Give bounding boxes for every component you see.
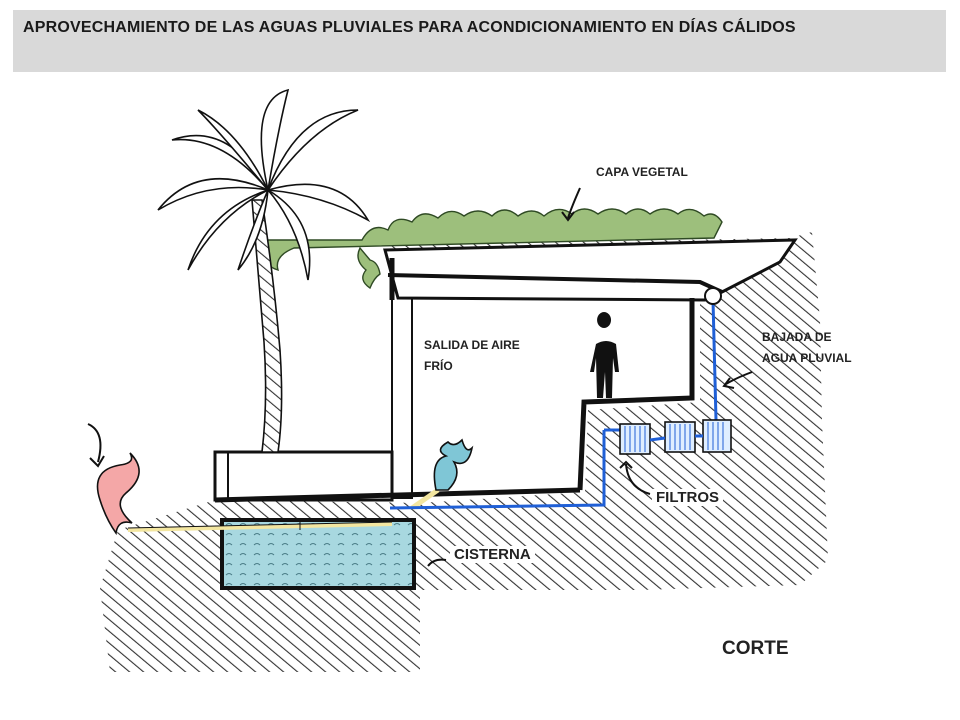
intake-pipe: [127, 522, 393, 532]
palm-tree-icon: [157, 88, 371, 453]
filter-unit-icon: [619, 419, 732, 455]
warm-air-arrow-icon: [87, 423, 140, 536]
cistern-tank: [220, 518, 416, 590]
page-title: APROVECHAMIENTO DE LAS AGUAS PLUVIALES P…: [23, 19, 796, 36]
cold-air-duct: [410, 487, 440, 511]
label-cisterna: CISTERNA: [450, 546, 535, 563]
label-filtros: FILTROS: [652, 489, 724, 506]
label-pointers: [427, 187, 753, 567]
rainwater-pipe: [389, 299, 718, 510]
label-salida-aire-2: FRÍO: [424, 359, 453, 373]
vegetation-layer: [258, 208, 723, 290]
person-silhouette-icon: [590, 312, 619, 398]
label-corte: CORTE: [722, 638, 789, 659]
label-capa-vegetal: CAPA VEGETAL: [596, 165, 688, 179]
label-bajada-1: BAJADA DE: [762, 330, 832, 344]
cold-air-arrow-icon: [433, 438, 474, 491]
title-banner: APROVECHAMIENTO DE LAS AGUAS PLUVIALES P…: [13, 10, 946, 72]
building-interior: [395, 300, 692, 494]
label-salida-aire-1: SALIDA DE AIRE: [424, 338, 520, 352]
gutter: [704, 287, 722, 305]
front-volume: [213, 450, 394, 502]
label-bajada-2: AGUA PLUVIAL: [762, 351, 852, 365]
